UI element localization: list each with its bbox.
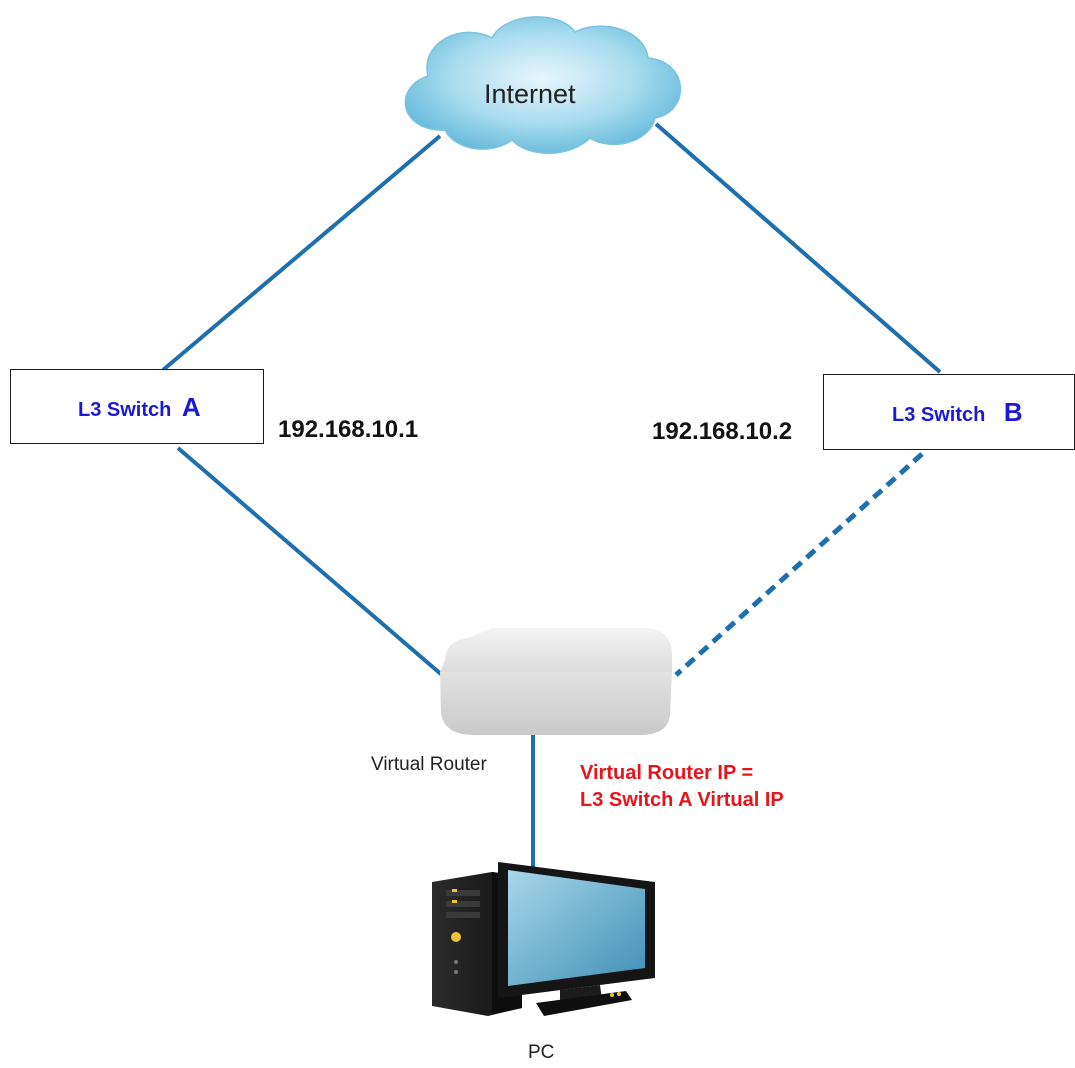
virtual-router-note-line1: Virtual Router IP = [580, 762, 754, 784]
switch-b-letter: B [1003, 397, 1023, 427]
pc-label: PC [528, 1042, 555, 1063]
switch-b-label: L3 Switch B [892, 397, 1023, 428]
switch-a-name: L3 Switch [78, 399, 172, 421]
switch-b-ip: 192.168.10.2 [652, 418, 793, 445]
virtual-router-note-line2: L3 Switch A Virtual IP [580, 789, 784, 811]
virtual-router-note: Virtual Router IP = L3 Switch A Virtual … [580, 760, 784, 814]
switch-a-ip: 192.168.10.1 [278, 416, 419, 443]
switch-a-letter: A [181, 392, 201, 422]
link-internet-switch-b [654, 122, 942, 374]
switch-a-box: L3 Switch A [10, 369, 264, 444]
link-switch-b-router-standby [674, 452, 924, 677]
virtual-router-label: Virtual Router [371, 754, 487, 775]
link-internet-switch-a [161, 134, 442, 372]
switch-a-label: L3 Switch A [78, 392, 201, 423]
switch-b-name: L3 Switch [892, 404, 986, 426]
internet-label: Internet [484, 79, 576, 109]
internet-cloud-icon [404, 16, 682, 154]
links [161, 122, 942, 875]
switch-b-box: L3 Switch B [823, 374, 1075, 450]
virtual-router-icon [440, 628, 672, 735]
pc-icon [432, 862, 655, 1016]
link-switch-a-router [176, 446, 444, 677]
